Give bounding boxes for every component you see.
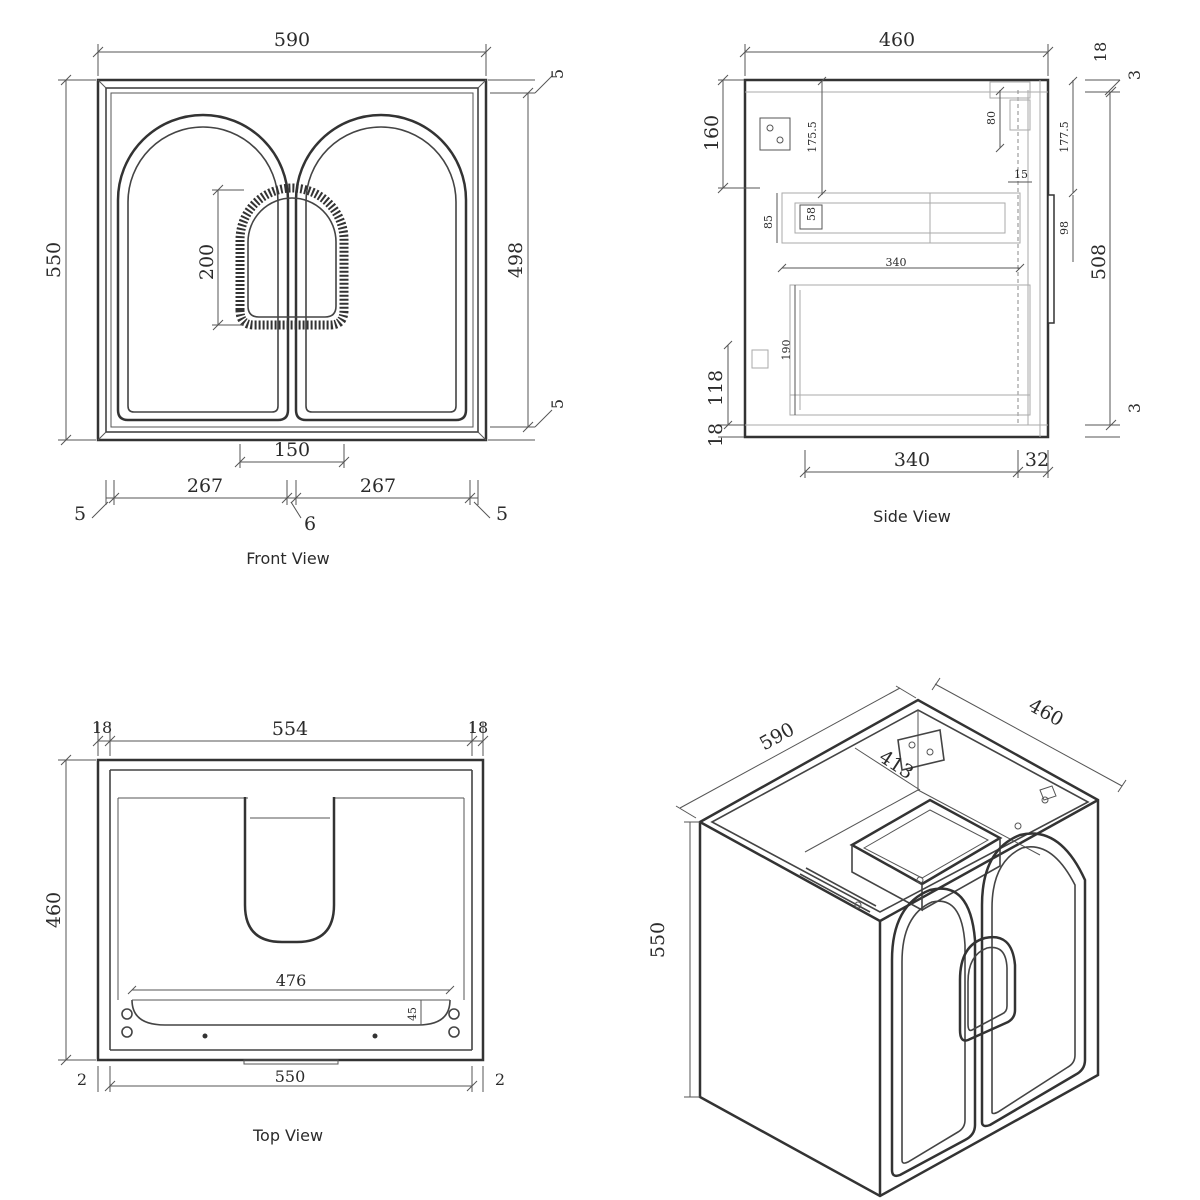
dim-top-inner-cut: 476: [276, 971, 307, 990]
dim-iso-height: 550: [647, 922, 669, 958]
dim-side-shelf-low: 118: [705, 370, 727, 406]
dim-top-overall: 550: [275, 1067, 306, 1086]
handle-cutout: [235, 183, 349, 330]
dim-top-right-gap: 2: [495, 1070, 505, 1089]
side-wall-bracket: [759, 117, 791, 151]
dim-side-tray: 340: [886, 256, 907, 269]
top-cabinet-outline: [96, 758, 485, 1062]
dim-front-height: 550: [43, 242, 65, 278]
dim-side-depth: 460: [879, 29, 915, 51]
dim-iso-width: 590: [756, 718, 798, 755]
top-view: 18 554 18 460 476 45 550 2 2 Top View: [43, 718, 505, 1145]
dim-top-inner-width: 554: [272, 718, 308, 740]
dim-side-bottom-depth: 340: [894, 449, 930, 471]
dim-front-gap-mid: 6: [304, 513, 316, 535]
top-waste-cutout: [243, 797, 336, 944]
dim-top-left-side: 18: [92, 718, 112, 737]
dim-side-handle-len: 98: [1058, 221, 1071, 235]
dim-iso-waste: 413: [875, 746, 917, 784]
front-door-panel: [110, 92, 474, 428]
iso-handle: [958, 935, 1017, 1042]
dim-top-right-side: 18: [468, 718, 488, 737]
isometric-view: 590 460 413 550: [647, 677, 1127, 1198]
dim-side-bottom-panel: 18: [705, 423, 727, 447]
iso-left-door: [890, 887, 977, 1178]
dim-side-box-inner: 58: [805, 207, 818, 221]
dim-front-left-door: 267: [187, 475, 223, 497]
dim-front-gap-right: 5: [496, 503, 508, 525]
dim-side-bottom-back: 32: [1025, 449, 1049, 471]
dim-side-right-top-gap: 3: [1125, 70, 1144, 80]
dim-front-top-gap: 5: [548, 69, 567, 79]
dim-side-shelf: 190: [780, 340, 793, 361]
dim-side-hole-right: 177.5: [1058, 121, 1071, 153]
dim-top-left-gap: 2: [77, 1070, 87, 1089]
side-drawer-box: [781, 192, 1021, 244]
dim-side-top-panel: 18: [1091, 42, 1110, 62]
iso-right-door: [980, 832, 1087, 1128]
top-view-caption: Top View: [252, 1126, 323, 1145]
right-arch-door: [294, 113, 468, 422]
dim-side-hole-left: 175.5: [806, 121, 819, 153]
dim-side-slot: 80: [985, 111, 998, 125]
side-handle-bar: [1047, 194, 1055, 324]
top-runner-tray: [131, 999, 451, 1026]
front-view-caption: Front View: [246, 549, 330, 568]
iso-wall-bracket: [897, 729, 945, 771]
dim-front-handle-width: 150: [274, 439, 310, 461]
dim-front-gap-left: 5: [74, 503, 86, 525]
front-cabinet-outline: [96, 78, 488, 442]
front-inner-frame: [105, 87, 479, 433]
dim-side-ledge: 15: [1014, 168, 1028, 181]
dim-top-depth: 460: [43, 892, 65, 928]
dim-front-handle-height: 200: [196, 244, 218, 280]
left-arch-door: [116, 113, 290, 422]
dim-front-width: 590: [274, 29, 310, 51]
side-shelf: [789, 284, 1031, 416]
side-view-caption: Side View: [873, 507, 951, 526]
dim-side-bracket: 160: [701, 115, 723, 151]
dim-side-right-bottom-gap: 3: [1125, 403, 1144, 413]
dim-front-bottom-gap: 5: [548, 399, 567, 409]
side-view: 460 18 3 160 175.5 80 177.5 15 85 58: [701, 29, 1144, 526]
dim-front-door-height: 498: [505, 242, 527, 278]
dim-front-right-door: 267: [360, 475, 396, 497]
dim-side-door-height: 508: [1088, 244, 1110, 280]
dim-iso-depth: 460: [1025, 694, 1067, 731]
front-view: 590 550 498 5 5 200 150 267: [43, 29, 567, 568]
dim-side-box-outer: 85: [762, 215, 775, 229]
dim-top-rail: 45: [406, 1007, 419, 1021]
